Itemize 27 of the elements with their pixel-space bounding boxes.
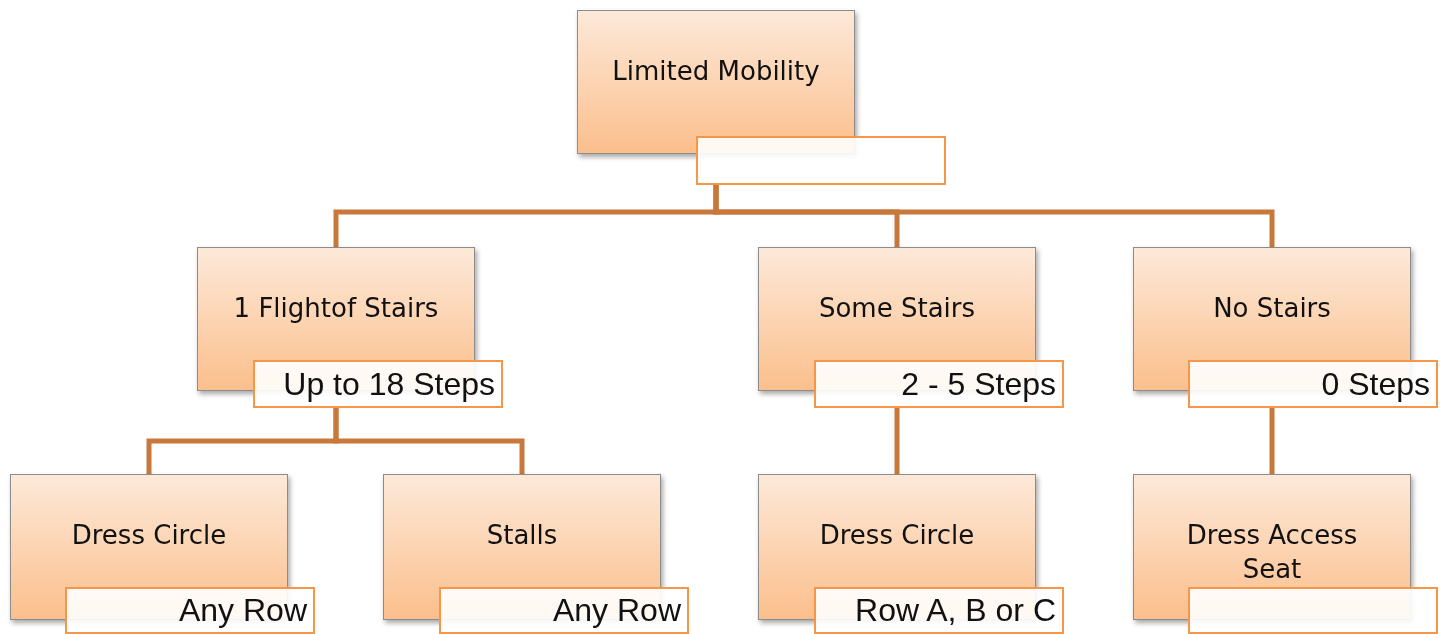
connector-line [894, 408, 900, 474]
process-box [577, 10, 855, 154]
sub-label: Any Row [178, 592, 307, 629]
sub-label: 0 Steps [1321, 365, 1430, 403]
connector-line [333, 408, 525, 474]
box-label: Some Stairs [818, 292, 976, 325]
box-label: 1 Flightof Stairs [233, 292, 439, 325]
box-label: Limited Mobility [612, 55, 820, 88]
connector-line [1269, 408, 1275, 474]
sub-label-box [65, 587, 315, 634]
box-label: Dress Circle [819, 519, 975, 552]
sub-label: 2 - 5 Steps [901, 365, 1056, 403]
box-label: Stalls [486, 519, 558, 552]
sub-label-box [814, 587, 1064, 634]
sub-label-box [439, 587, 689, 634]
sub-label: Row A, B or C [855, 592, 1056, 629]
empty-label-box [1188, 587, 1438, 634]
sub-label: Up to 18 Steps [283, 365, 495, 403]
sub-label-box [1188, 360, 1438, 408]
sub-label-box [814, 360, 1064, 408]
box-label: Dress Circle [71, 519, 227, 552]
box-label: No Stairs [1213, 292, 1331, 325]
sub-label: Any Row [552, 592, 681, 629]
sub-label-box [253, 360, 503, 408]
box-label: Dress Access Seat [1185, 519, 1359, 586]
connector-line [713, 185, 1275, 247]
empty-label-box [696, 136, 946, 185]
